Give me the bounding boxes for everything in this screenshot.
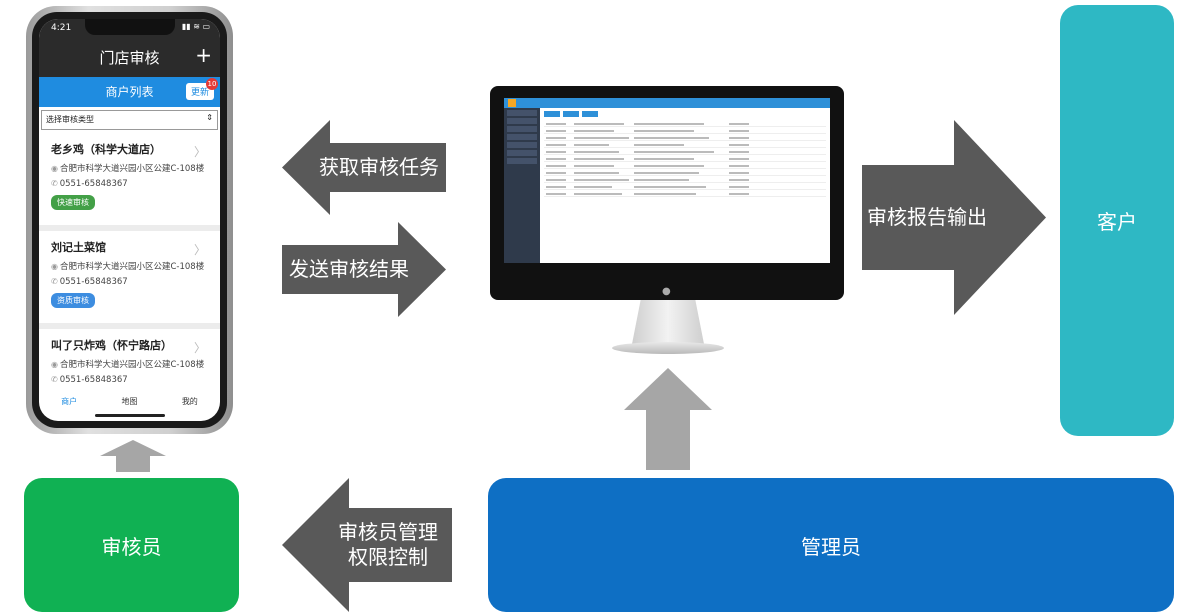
- audit-type-select-label: 选择审核类型: [46, 115, 94, 124]
- phone-icon: ✆: [51, 179, 58, 188]
- store-phone: 0551-65848367: [59, 375, 128, 385]
- tab-mine[interactable]: 我的: [181, 397, 198, 406]
- admin-label: 管理员: [801, 534, 861, 559]
- status-badge: 快速审核: [51, 195, 95, 210]
- list-item[interactable]: 叫了只炸鸡（怀宁路店） 〉 ◉合肥市科学大道兴园小区公建C-108楼 ✆0551…: [39, 329, 220, 421]
- arrow-send-results: 发送审核结果: [282, 222, 446, 317]
- store-phone: 0551-65848367: [59, 277, 128, 287]
- customer-label: 客户: [1097, 210, 1137, 234]
- list-item[interactable]: 老乡鸡（科学大道店） 〉 ◉合肥市科学大道兴园小区公建C-108楼 ✆0551-…: [39, 133, 220, 231]
- admin-table-area: [540, 108, 830, 263]
- phone-notch: [84, 19, 175, 35]
- admin-box: 管理员: [488, 478, 1174, 612]
- monitor-screen: [504, 98, 830, 263]
- phone-screen: 4:21 ▮▮ ≋ ▭ 门店审核 + 商户列表 更新 10 选择审核类型 ⇕ 老…: [39, 19, 220, 421]
- arrow-up-auditor: [100, 440, 166, 472]
- monitor-stand: [632, 300, 704, 344]
- page-title: 门店审核: [99, 49, 160, 67]
- auditor-box: 审核员: [24, 478, 239, 612]
- store-address: 合肥市科学大道兴园小区公建C-108楼: [59, 164, 205, 174]
- phone-line: ✆0551-65848367: [51, 277, 208, 287]
- store-name: 叫了只炸鸡（怀宁路店）: [51, 339, 172, 352]
- apple-logo-icon: ●: [662, 286, 671, 297]
- chevron-right-icon: 〉: [193, 145, 206, 159]
- list-title: 商户列表: [105, 85, 154, 99]
- phone-line: ✆0551-65848367: [51, 375, 208, 385]
- tab-merchants[interactable]: 商户: [61, 397, 78, 406]
- admin-toolbar: [544, 111, 826, 117]
- status-badge: 资质审核: [51, 293, 95, 308]
- arrow-up-admin: [624, 368, 712, 470]
- phone-icon: ✆: [51, 277, 58, 286]
- status-icons: ▮▮ ≋ ▭: [181, 22, 210, 31]
- auditor-label: 审核员: [101, 534, 162, 559]
- location-icon: ◉: [51, 360, 58, 369]
- arrow-label: 审核员管理 权限控制: [324, 478, 452, 612]
- audit-type-select[interactable]: 选择审核类型 ⇕: [41, 110, 218, 130]
- location-icon: ◉: [51, 262, 58, 271]
- arrow-admin-manage: 审核员管理 权限控制: [282, 478, 452, 612]
- admin-topbar: [504, 98, 830, 108]
- arrow-right-icon: [282, 222, 446, 317]
- customer-box: 客户: [1060, 5, 1174, 436]
- arrow-report-output: 审核报告输出: [862, 120, 1046, 315]
- update-badge: 10: [206, 78, 218, 90]
- desktop-monitor: [490, 86, 844, 300]
- store-address: 合肥市科学大道兴园小区公建C-108楼: [59, 262, 205, 272]
- phone-bezel: 4:21 ▮▮ ≋ ▭ 门店审核 + 商户列表 更新 10 选择审核类型 ⇕ 老…: [32, 12, 227, 428]
- home-indicator: [94, 414, 165, 417]
- arrow-label: 发送审核结果: [289, 257, 409, 281]
- address-line: ◉合肥市科学大道兴园小区公建C-108楼: [51, 162, 208, 174]
- arrow-left-icon: [282, 478, 452, 612]
- arrow-label: 获取审核任务: [319, 155, 439, 179]
- arrow-label: 审核报告输出: [867, 205, 987, 229]
- bottom-tab-bar: 商户 地图 我的: [39, 396, 220, 407]
- tab-map[interactable]: 地图: [121, 397, 138, 406]
- chevron-right-icon: 〉: [193, 341, 206, 355]
- arrow-up-icon: [100, 440, 166, 472]
- phone-icon: ✆: [51, 375, 58, 384]
- store-phone: 0551-65848367: [59, 179, 128, 189]
- admin-sidebar: [504, 108, 540, 263]
- chevron-right-icon: 〉: [193, 243, 206, 257]
- list-item[interactable]: 刘记土菜馆 〉 ◉合肥市科学大道兴园小区公建C-108楼 ✆0551-65848…: [39, 231, 220, 329]
- arrow-right-icon: [862, 120, 1046, 315]
- status-time: 4:21: [51, 23, 72, 33]
- address-line: ◉合肥市科学大道兴园小区公建C-108楼: [51, 260, 208, 272]
- phone-mockup: 4:21 ▮▮ ≋ ▭ 门店审核 + 商户列表 更新 10 选择审核类型 ⇕ 老…: [26, 6, 233, 434]
- monitor-base: [612, 342, 724, 354]
- location-icon: ◉: [51, 164, 58, 173]
- add-icon[interactable]: +: [195, 43, 212, 67]
- store-name: 刘记土菜馆: [51, 241, 106, 254]
- arrow-label-line-2: 权限控制: [348, 545, 428, 569]
- store-name: 老乡鸡（科学大道店）: [51, 143, 161, 156]
- phone-header: 4:21 ▮▮ ≋ ▭ 门店审核 +: [39, 19, 220, 77]
- arrow-get-tasks: 获取审核任务: [282, 120, 446, 215]
- arrow-left-icon: [282, 120, 446, 215]
- phone-line: ✆0551-65848367: [51, 179, 208, 189]
- store-address: 合肥市科学大道兴园小区公建C-108楼: [59, 360, 205, 370]
- app-logo: [508, 99, 516, 107]
- arrow-label-line-1: 审核员管理: [338, 520, 438, 544]
- arrow-up-icon: [624, 368, 712, 470]
- list-header: 商户列表 更新 10: [39, 77, 220, 107]
- select-caret-icon: ⇕: [206, 113, 213, 122]
- address-line: ◉合肥市科学大道兴园小区公建C-108楼: [51, 358, 208, 370]
